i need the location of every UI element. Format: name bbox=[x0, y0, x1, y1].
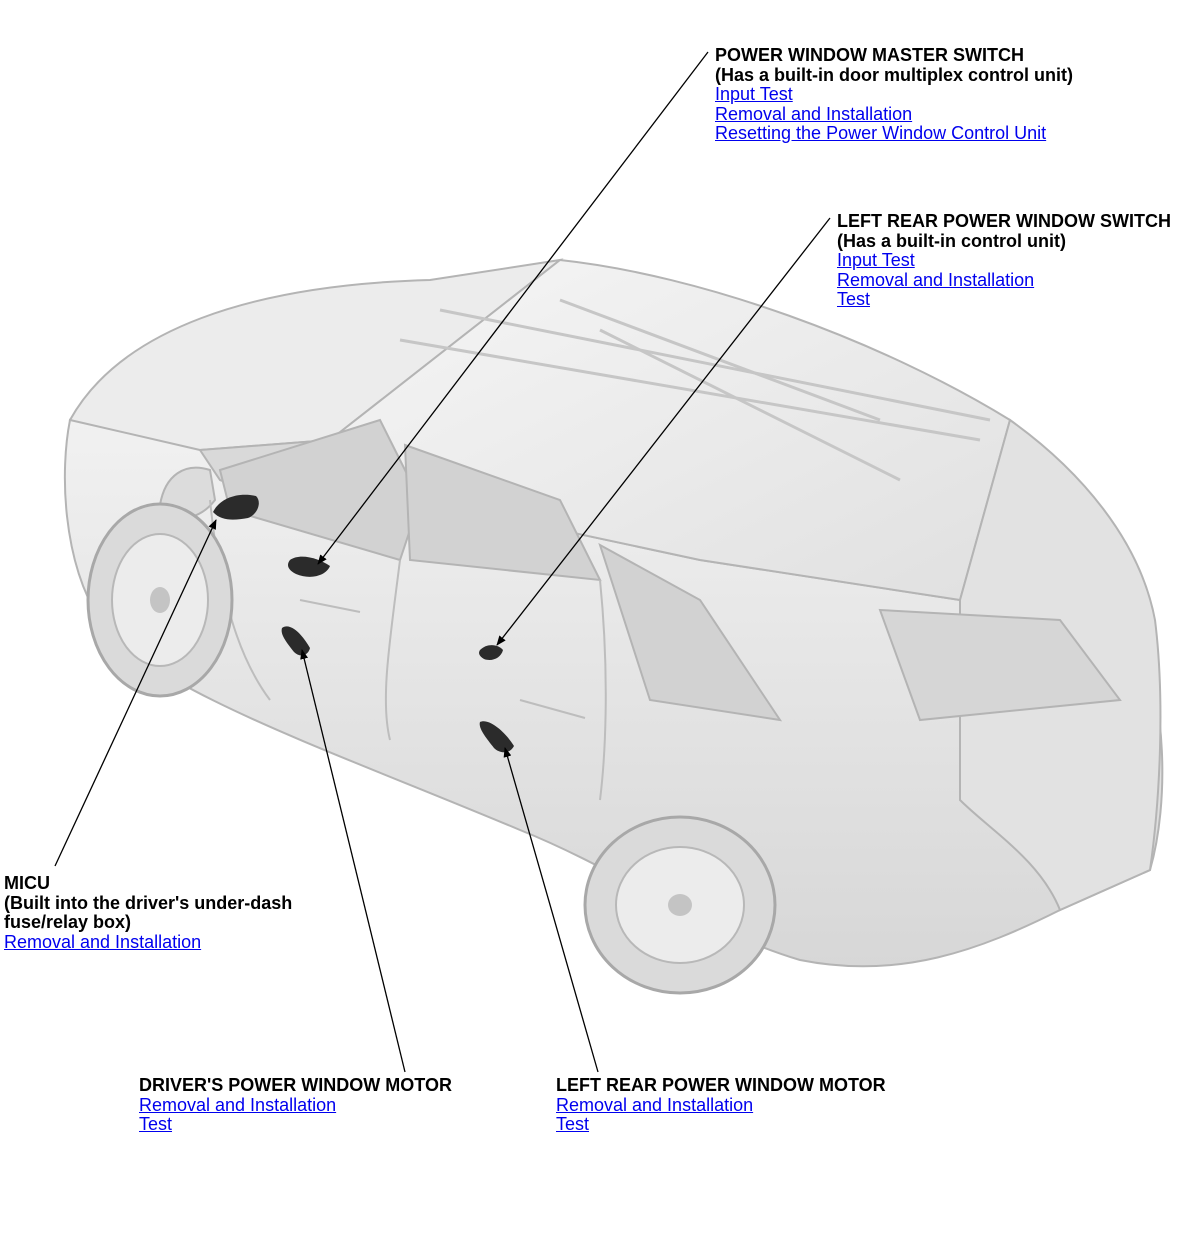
left-rear-motor-component bbox=[479, 721, 514, 753]
leader-master-switch bbox=[317, 51, 709, 565]
micu-note-line-2: fuse/relay box) bbox=[4, 912, 132, 932]
front-wheel bbox=[86, 502, 234, 698]
master-switch-title: POWER WINDOW MASTER SWITCH bbox=[715, 45, 1024, 65]
master-switch-resetting-link[interactable]: Resetting the Power Window Control Unit bbox=[715, 123, 1047, 143]
rear-wheel bbox=[583, 815, 777, 995]
left-rear-switch-removal-installation-link[interactable]: Removal and Installation bbox=[837, 269, 1035, 290]
micu-removal-installation-link[interactable]: Removal and Installation bbox=[4, 931, 202, 952]
left-rear-switch-note: (Has a built-in control unit) bbox=[837, 230, 1066, 251]
leader-lines bbox=[54, 51, 831, 1073]
callout-left-rear-power-window-motor: LEFT REAR POWER WINDOW MOTOR Removal and… bbox=[556, 1075, 886, 1135]
drivers-motor-removal-installation-link[interactable]: Removal and Installation bbox=[139, 1094, 337, 1115]
drivers-motor-title: DRIVER'S POWER WINDOW MOTOR bbox=[139, 1075, 452, 1095]
callout-power-window-master-switch: POWER WINDOW MASTER SWITCH (Has a built-… bbox=[715, 45, 1073, 144]
callout-drivers-power-window-motor: DRIVER'S POWER WINDOW MOTOR Removal and … bbox=[139, 1075, 452, 1135]
master-switch-note: (Has a built-in door multiplex control u… bbox=[715, 64, 1073, 85]
car-body bbox=[63, 258, 1164, 968]
drivers-motor-component bbox=[281, 626, 310, 656]
left-rear-motor-test-link[interactable]: Test bbox=[556, 1114, 590, 1134]
micu-title: MICU bbox=[4, 873, 50, 893]
left-rear-motor-title: LEFT REAR POWER WINDOW MOTOR bbox=[556, 1075, 886, 1095]
callout-left-rear-power-window-switch: LEFT REAR POWER WINDOW SWITCH (Has a bui… bbox=[837, 211, 1171, 310]
left-rear-switch-component bbox=[479, 645, 503, 660]
left-rear-motor-removal-installation-link[interactable]: Removal and Installation bbox=[556, 1094, 754, 1115]
master-switch-input-test-link[interactable]: Input Test bbox=[715, 84, 793, 104]
leader-micu bbox=[54, 519, 217, 867]
left-rear-switch-input-test-link[interactable]: Input Test bbox=[837, 250, 915, 270]
leader-left-rear-motor bbox=[503, 747, 599, 1073]
micu-component bbox=[213, 494, 259, 520]
drivers-motor-test-link[interactable]: Test bbox=[139, 1114, 173, 1134]
left-rear-switch-title: LEFT REAR POWER WINDOW SWITCH bbox=[837, 211, 1171, 231]
left-rear-switch-test-link[interactable]: Test bbox=[837, 289, 871, 309]
micu-note-line-1: (Built into the driver's under-dash bbox=[4, 892, 293, 913]
master-switch-removal-installation-link[interactable]: Removal and Installation bbox=[715, 103, 913, 124]
leader-left-rear-switch bbox=[496, 217, 831, 646]
callout-micu: MICU (Built into the driver's under-dash… bbox=[4, 873, 293, 952]
leader-drivers-motor bbox=[300, 649, 406, 1073]
